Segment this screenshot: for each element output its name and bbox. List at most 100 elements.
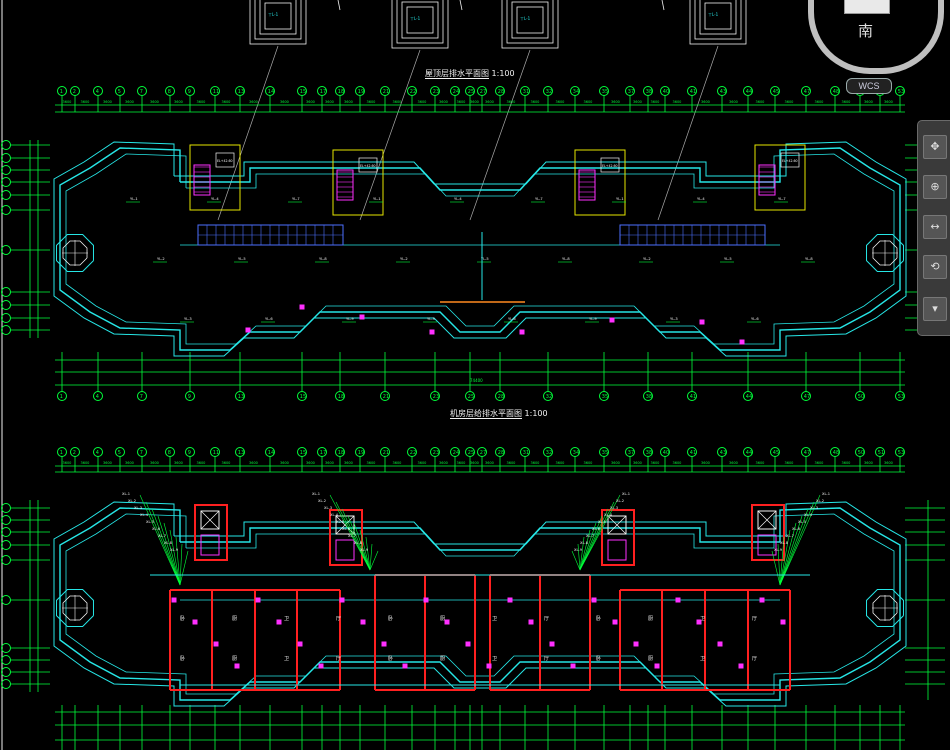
axis-bubble-label: 8 xyxy=(168,450,171,456)
pipe-label: YL-6 xyxy=(508,317,516,321)
room-label: 厅 xyxy=(752,656,757,662)
dimension-text: 3600 xyxy=(197,461,206,465)
machine-plan-parapet xyxy=(53,501,907,707)
roof-tower-outline xyxy=(689,0,747,45)
axis-bubble-label: 28 xyxy=(498,394,504,400)
axis-bubble xyxy=(1,177,11,187)
pipe-label: YL-6 xyxy=(265,317,273,321)
axis-bubble-label: 24 xyxy=(453,450,459,456)
axis-bubble-label: 9 xyxy=(188,89,191,95)
dimension-text: 3600 xyxy=(633,100,642,104)
fixture xyxy=(171,597,177,603)
dimension-text: 3600 xyxy=(584,461,593,465)
axis-bubble-label: 51 xyxy=(878,450,884,456)
roof-plan-parapet xyxy=(53,141,907,357)
core-label-box xyxy=(780,152,800,168)
zoom-button[interactable]: ⊕ xyxy=(923,175,947,199)
fixture xyxy=(696,619,702,625)
roof-tower-outline xyxy=(259,0,297,35)
dimension-text: 3600 xyxy=(864,461,873,465)
pipe-label: XL-3 xyxy=(324,506,332,510)
dimension-text: 3600 xyxy=(125,461,134,465)
zoom-extents-button[interactable]: ↔ xyxy=(923,215,947,239)
pipe-label: YL-6 xyxy=(751,317,759,321)
orbit-button[interactable]: ⟲ xyxy=(923,255,947,279)
room-label: 卫 xyxy=(284,656,289,662)
axis-bubble-label: 34 xyxy=(573,450,579,456)
pipe-label: XL-5 xyxy=(598,520,606,524)
axis-bubble-label: 38 xyxy=(646,89,652,95)
axis-bubble xyxy=(743,391,753,401)
dimension-text: 3600 xyxy=(884,461,893,465)
core-label: EL+42.60 xyxy=(782,159,798,163)
viewcube-face[interactable] xyxy=(844,0,890,14)
axis-bubble-label: 2 xyxy=(73,89,76,95)
axis-bubble xyxy=(1,503,11,513)
pipe-leader xyxy=(579,536,585,571)
pipe-label: XL-1 xyxy=(312,492,320,496)
pipe-label: YL-3 xyxy=(184,317,192,321)
pipe-label: YL-7 xyxy=(778,197,786,201)
pipe-leader xyxy=(779,501,815,586)
roof-drain xyxy=(609,317,615,323)
roof-drain xyxy=(299,304,305,310)
pipe-leader xyxy=(335,501,371,571)
axis-bubble-label: 13 xyxy=(238,394,244,400)
stair-tower-inner xyxy=(62,240,88,266)
fixture xyxy=(549,641,555,647)
axis-bubble-label: 22 xyxy=(410,89,416,95)
dimension-text: 3600 xyxy=(174,461,183,465)
room-label: 卫 xyxy=(700,616,705,622)
axis-bubble-label: 22 xyxy=(410,450,416,456)
stair-tower-inner xyxy=(62,595,88,621)
dimension-text: 3600 xyxy=(701,461,710,465)
pipe-label: YL-7 xyxy=(292,197,300,201)
room-label: 卧 xyxy=(388,615,393,622)
axis-bubble xyxy=(465,391,475,401)
roof-tower-outline xyxy=(694,0,742,40)
pipe-label: XL-7 xyxy=(158,534,166,538)
axis-bubble-label: 44 xyxy=(746,394,752,400)
dimension-text: 3600 xyxy=(222,461,231,465)
fixture xyxy=(297,641,303,647)
dimension-text: 3600 xyxy=(393,100,402,104)
dimension-text: 3600 xyxy=(418,100,427,104)
axis-bubble-label: 19 xyxy=(358,89,364,95)
axis-bubble xyxy=(1,325,11,335)
compass-south-label[interactable]: 南 xyxy=(858,22,874,40)
core-outline xyxy=(189,144,241,211)
axis-bubble-label: 27 xyxy=(480,89,486,95)
roof-tower-outline xyxy=(699,0,737,35)
room-label: 厨 xyxy=(648,656,653,662)
pipe-leader xyxy=(145,501,181,586)
axis-bubble xyxy=(1,527,11,537)
dimension-text: 3600 xyxy=(367,461,376,465)
axis-bubble xyxy=(430,391,440,401)
pipe-leader xyxy=(779,508,809,586)
navbar-menu-button[interactable]: ▾ xyxy=(923,297,947,321)
pipe-label: YL-2 xyxy=(157,257,165,261)
axis-bubble-label: 32 xyxy=(546,394,552,400)
roof-drain xyxy=(699,319,705,325)
wcs-menu-button[interactable]: WCS xyxy=(846,78,892,94)
axis-bubble xyxy=(335,391,345,401)
stair-tower-inner xyxy=(872,240,898,266)
pipe-label: XL-1 xyxy=(622,492,630,496)
axis-bubble-label: 1 xyxy=(60,450,63,456)
pipe-leader xyxy=(365,536,371,571)
pipe-label: XL-4 xyxy=(140,513,149,517)
pipe-label: YL-5 xyxy=(238,257,246,261)
viewcube[interactable]: 南 xyxy=(808,0,944,74)
leader-line xyxy=(359,49,421,221)
pan-button[interactable]: ✥ xyxy=(923,135,947,159)
pipe-label: YL-9 xyxy=(346,317,354,321)
axis-bubble-label: 43 xyxy=(720,450,726,456)
fixture xyxy=(192,619,198,625)
stair-core xyxy=(193,164,211,196)
room-label: 厅 xyxy=(544,616,549,622)
pipe-label: YL-2 xyxy=(400,257,408,261)
stair-core xyxy=(578,169,596,201)
dimension-text: 3600 xyxy=(344,461,353,465)
stair-core xyxy=(758,164,776,196)
